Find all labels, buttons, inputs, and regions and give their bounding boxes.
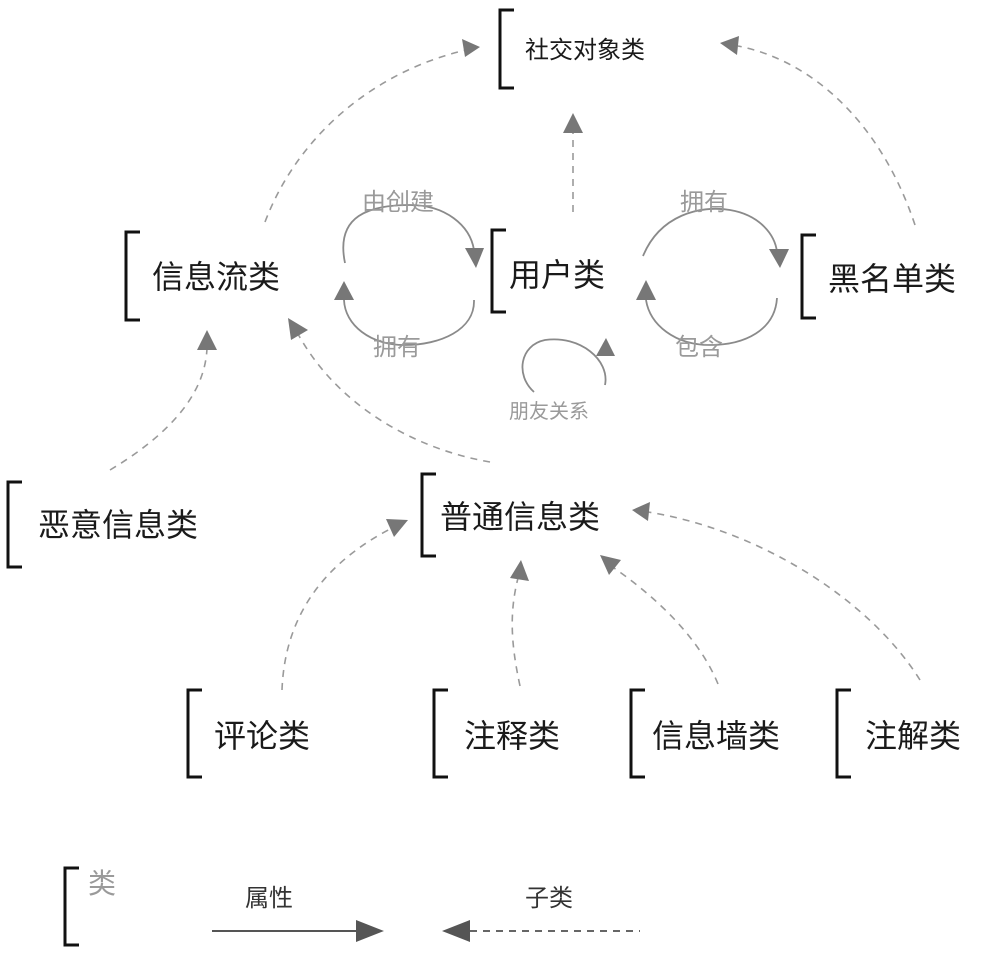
arrowhead bbox=[596, 338, 615, 356]
arrowhead bbox=[288, 318, 308, 340]
attribute-edge-contains: 包含 bbox=[636, 280, 778, 361]
class-node-info-wall: 信息墙类 bbox=[629, 688, 780, 779]
arrowhead bbox=[462, 39, 480, 57]
subclass-edge-info-stream-to-social-object bbox=[264, 39, 480, 223]
attribute-edge-owns-user-to-blacklist: 拥有 bbox=[642, 188, 789, 268]
arrowhead bbox=[197, 330, 217, 350]
subclass-edge-annotation-to-normal bbox=[632, 502, 921, 681]
class-label-blacklist: 黑名单类 bbox=[828, 260, 956, 298]
subclass-edge-blacklist-to-social-object bbox=[720, 36, 916, 226]
class-node-user: 用户类 bbox=[490, 228, 605, 314]
arrowhead bbox=[769, 249, 789, 268]
class-label-info-stream: 信息流类 bbox=[152, 258, 280, 296]
attribute-edge-friendship: 朋友关系 bbox=[509, 338, 615, 423]
legend-class: 类 bbox=[63, 866, 116, 947]
class-bracket bbox=[629, 688, 645, 779]
class-label-comment: 评论类 bbox=[214, 717, 310, 755]
legend-class-label: 类 bbox=[88, 867, 116, 900]
relation-label-contains: 包含 bbox=[675, 333, 723, 361]
class-label-social-object: 社交对象类 bbox=[525, 36, 645, 64]
class-node-comment: 评论类 bbox=[186, 688, 310, 779]
arrowhead bbox=[334, 281, 354, 300]
legend: 类 属性 子类 bbox=[63, 866, 640, 947]
arrowhead bbox=[636, 280, 656, 300]
class-label-user: 用户类 bbox=[509, 256, 605, 294]
subclass-edge-comment-to-normal bbox=[281, 519, 408, 691]
class-node-normal-info: 普通信息类 bbox=[420, 472, 600, 558]
legend-class-bracket bbox=[63, 866, 79, 947]
class-bracket bbox=[800, 233, 816, 320]
class-label-info-wall: 信息墙类 bbox=[652, 717, 780, 755]
class-node-info-stream: 信息流类 bbox=[124, 230, 280, 322]
relation-label-owns-2: 拥有 bbox=[680, 188, 728, 216]
legend-subclass-arrowhead bbox=[442, 920, 470, 942]
class-node-annotation: 注解类 bbox=[835, 688, 961, 779]
attribute-edge-owns-user-to-stream: 拥有 bbox=[334, 281, 475, 361]
class-label-normal-info: 普通信息类 bbox=[440, 498, 600, 536]
class-node-social-object: 社交对象类 bbox=[498, 8, 645, 90]
subclass-edge-info-wall-to-normal bbox=[600, 555, 719, 685]
arrowhead bbox=[600, 555, 621, 575]
legend-attribute-label: 属性 bbox=[245, 884, 293, 912]
class-bracket bbox=[124, 230, 140, 322]
class-node-note: 注释类 bbox=[432, 688, 560, 779]
class-bracket bbox=[490, 228, 506, 314]
class-bracket bbox=[6, 480, 22, 569]
arrowhead bbox=[632, 502, 650, 521]
class-bracket bbox=[432, 688, 448, 779]
arrowhead bbox=[465, 248, 484, 268]
subclass-edge-user-to-social-object bbox=[563, 113, 583, 212]
arrowhead bbox=[720, 36, 739, 55]
class-node-malicious-info: 恶意信息类 bbox=[6, 480, 198, 569]
class-bracket bbox=[498, 8, 514, 90]
arrowhead bbox=[563, 113, 583, 133]
class-node-blacklist: 黑名单类 bbox=[800, 233, 956, 320]
class-bracket bbox=[420, 472, 436, 558]
relation-label-friendship: 朋友关系 bbox=[509, 399, 589, 423]
relation-label-created-by: 由创建 bbox=[362, 188, 434, 216]
legend-attribute-arrowhead bbox=[356, 920, 384, 942]
class-label-malicious-info: 恶意信息类 bbox=[38, 506, 198, 544]
subclass-edge-normal-to-info-stream bbox=[288, 318, 491, 463]
legend-attribute: 属性 bbox=[212, 884, 384, 942]
class-label-note: 注释类 bbox=[464, 717, 560, 755]
attribute-edge-created-by: 由创建 bbox=[342, 188, 484, 268]
subclass-edge-note-to-normal bbox=[510, 560, 529, 687]
relation-label-owns-1: 拥有 bbox=[373, 333, 421, 361]
class-bracket bbox=[186, 688, 202, 779]
legend-subclass: 子类 bbox=[442, 884, 640, 942]
arrowhead bbox=[510, 560, 529, 581]
class-label-annotation: 注解类 bbox=[865, 717, 961, 755]
class-bracket bbox=[835, 688, 851, 779]
legend-subclass-label: 子类 bbox=[525, 884, 573, 912]
arrowhead bbox=[386, 519, 408, 537]
subclass-edge-malicious-to-info-stream bbox=[109, 330, 217, 471]
